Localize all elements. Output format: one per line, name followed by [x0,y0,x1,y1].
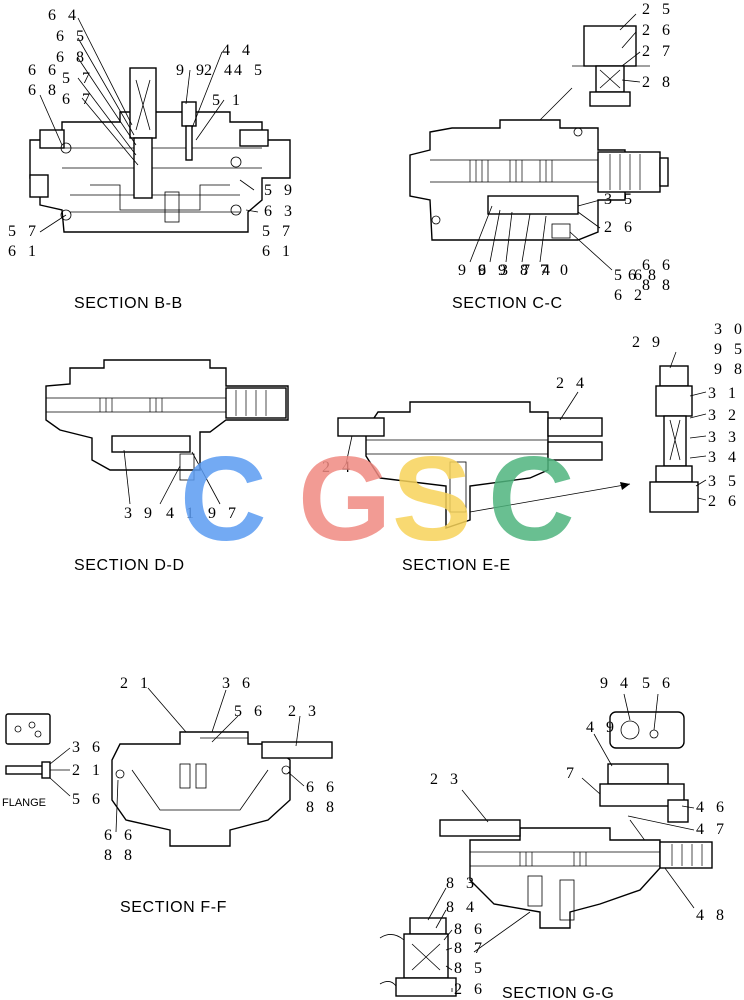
gg-label: 4 8 [696,907,728,924]
ff-label: 6 6 [306,779,338,796]
gg-label: 8 4 [446,899,478,916]
bb-label: 6 8 [56,49,88,66]
cc-label: 2 5 [642,1,674,18]
cc-label: 7 0 [540,262,572,279]
bb-label: 6 7 [62,91,94,108]
bb-label: 4 4 [222,42,254,59]
ff-label: 6 6 [104,827,136,844]
cc-caption: SECTION C-C [452,295,563,312]
gg-label: 2 3 [430,771,462,788]
ee-label: 3 5 [708,473,740,490]
watermark-letter: C [488,432,575,566]
bb-caption: SECTION B-B [74,295,183,312]
ee-label: 3 4 [708,449,740,466]
bb-label: 5 7 [8,223,40,240]
ee-label: 9 8 [714,361,744,378]
bb-label: 6 8 [28,82,60,99]
ee-label: 3 2 [708,407,740,424]
ee-label: 2 4 [322,459,354,476]
bb-label: 5 7 [62,70,94,87]
gg-label: 8 7 [454,940,486,957]
gg-label: 5 6 [642,675,674,692]
ff-label: 5 6 [72,791,104,808]
gg-label: 8 5 [454,960,486,977]
dd-label: 9 7 [208,505,240,522]
ff-caption: SECTION F-F [120,899,227,916]
ff-label: 5 6 [234,703,266,720]
ee-label: 3 3 [708,429,740,446]
cc-label: 7 4 [522,262,554,279]
bb-label: 5 9 [264,182,296,199]
ee-label: 2 4 [556,375,588,392]
cc-label: 2 6 [604,219,636,236]
watermark-letter: C [180,432,267,566]
section-dd: 3 9 4 1 9 7 SECTION D-D [45,359,289,574]
bb-label: 6 4 [48,7,80,24]
bb-label: 5 1 [212,92,244,109]
ee-label: 9 5 [714,341,744,358]
cc-label: 2 8 [642,74,674,91]
flange-label: FLANGE [2,797,46,809]
ff-label: 3 6 [72,739,104,756]
section-ff: FLANGE 2 1 3 6 5 6 2 3 3 6 2 1 5 6 6 6 8… [2,675,338,916]
cc-label: 6 6 [642,257,674,274]
bb-label: 6 1 [8,243,40,260]
section-ee: 2 4 2 4 2 9 3 0 9 5 9 8 3 1 3 2 3 3 3 4 … [322,321,744,574]
cc-label: 2 7 [642,43,674,60]
watermark-logo: C G S C [180,432,575,566]
cc-label: 3 8 [500,262,532,279]
ee-label: 2 9 [632,334,664,351]
ff-label: 3 6 [222,675,254,692]
cc-label: 5 6 [614,267,646,284]
gg-label: 9 4 [600,675,632,692]
ee-label: 3 1 [708,385,740,402]
cc-label: 6 9 [478,262,510,279]
bb-label: 9 9 [176,62,208,79]
dd-label: 4 1 [166,505,198,522]
watermark-letter: S [392,432,472,566]
gg-caption: SECTION G-G [502,985,614,1000]
section-cc: 2 5 2 6 2 7 2 8 3 5 2 6 9 9 6 9 3 8 7 4 … [409,1,674,312]
watermark-letter: G [298,432,391,566]
ff-label: 8 8 [104,847,136,864]
gg-label: 4 6 [696,799,728,816]
cc-label: 8 8 [642,277,674,294]
cc-label: 9 9 [458,262,490,279]
ff-label: 2 3 [288,703,320,720]
ff-label: 2 1 [72,762,104,779]
gg-label: 8 3 [446,875,478,892]
section-bb: 6 4 6 5 6 8 6 6 5 7 6 7 6 8 9 9 2 4 4 4 … [8,7,296,312]
bb-label: 4 5 [234,62,266,79]
gg-label: 4 9 [586,719,618,736]
dd-label: 3 9 [124,505,156,522]
bb-label: 2 4 [204,62,236,79]
bb-label: 6 1 [262,243,294,260]
gg-label: 7 [566,765,578,782]
cc-label: 6 8 [628,267,660,284]
gg-label: 2 6 [454,981,486,998]
gg-label: 8 6 [454,921,486,938]
bb-label: 6 3 [264,203,296,220]
ff-label: 2 1 [120,675,152,692]
ee-label: 2 6 [708,493,740,510]
section-gg: 9 4 5 6 4 9 7 2 3 4 6 4 7 4 8 8 3 8 4 8 … [379,675,728,1000]
bb-label: 5 7 [262,223,294,240]
cc-label: 2 6 [642,22,674,39]
bb-label: 6 6 [28,62,60,79]
ee-caption: SECTION E-E [402,557,511,574]
ee-label: 3 0 [714,321,744,338]
bb-label: 6 5 [56,28,88,45]
ff-label: 8 8 [306,799,338,816]
dd-caption: SECTION D-D [74,557,185,574]
cc-label: 3 5 [604,191,636,208]
cc-label: 6 2 [614,287,646,304]
gg-label: 4 7 [696,821,728,838]
